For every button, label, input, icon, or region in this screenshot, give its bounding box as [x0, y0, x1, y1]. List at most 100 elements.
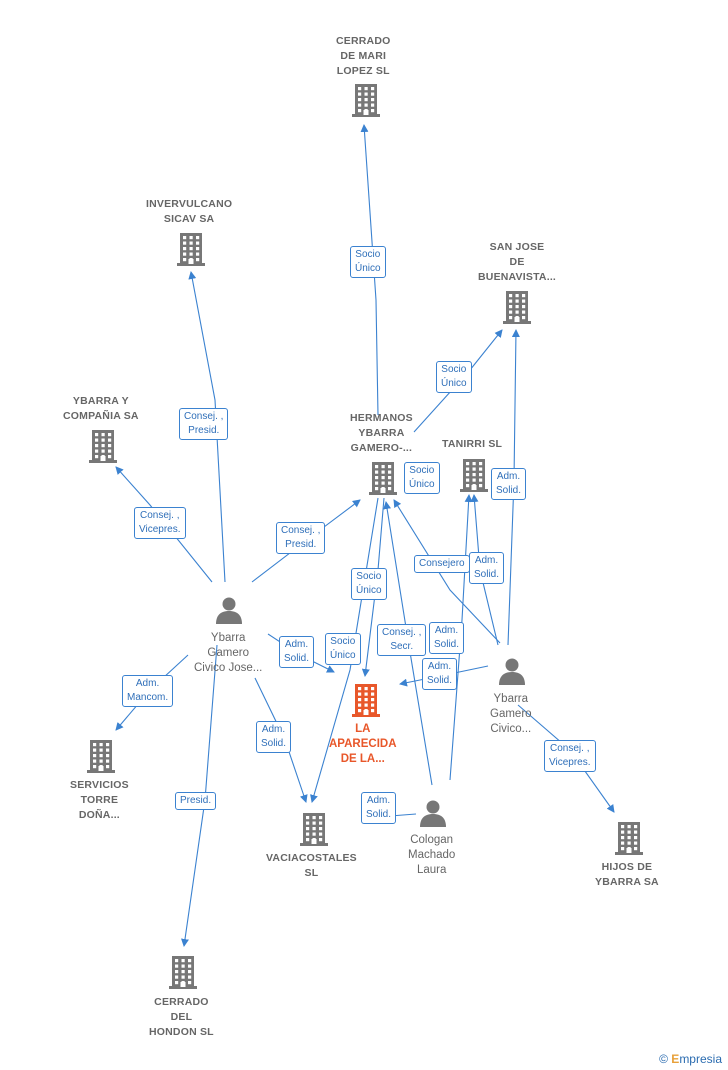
relationship-edge: [360, 124, 379, 416]
node-label-tanirri[interactable]: TANIRRI SL: [442, 437, 502, 452]
node-label-vaciacostales[interactable]: VACIACOSTALES SL: [266, 851, 357, 881]
node-label-line: HERMANOS: [350, 412, 413, 424]
building-icon[interactable]: [88, 429, 118, 468]
building-icon[interactable]: [614, 821, 644, 860]
node-label-line: Civico Jose...: [194, 662, 263, 674]
building-icon[interactable]: [299, 812, 329, 851]
relationship-edge: [449, 494, 473, 781]
node-label-line: SL: [304, 867, 319, 879]
edge-label-adm-solid-7: Adm. Solid.: [361, 792, 397, 824]
edge-label-line: Solid.: [366, 809, 392, 820]
edge-label-line: Consej. ,: [550, 743, 590, 754]
relationship-edge: [188, 271, 226, 583]
node-label-line: DE LA...: [340, 753, 385, 765]
edge-label-line: Socio: [355, 249, 381, 260]
building-icon[interactable]: [351, 683, 381, 722]
node-label-line: DE MARI: [340, 50, 387, 62]
node-label-line: VACIACOSTALES: [266, 852, 357, 864]
edge-label-consejero: Consejero: [414, 555, 470, 573]
building-icon[interactable]: [459, 458, 489, 497]
node-label-line: Cologan: [410, 834, 454, 846]
edge-label-line: Consej. ,: [281, 525, 321, 536]
edge-label-line: Solid.: [284, 653, 310, 664]
edge-label-line: Vicepres.: [139, 524, 181, 535]
person-icon[interactable]: [418, 798, 448, 833]
node-label-line: SICAV SA: [163, 213, 215, 225]
node-label-line: LA: [355, 723, 371, 735]
brand-watermark: © Empresia: [659, 1052, 722, 1066]
node-label-line: GAMERO-...: [350, 442, 413, 454]
edge-label-line: Adm.: [474, 555, 499, 566]
edge-label-line: Adm.: [427, 661, 452, 672]
edge-label-line: Consejero: [419, 558, 465, 569]
edge-label-line: Adm.: [135, 678, 160, 689]
edge-label-line: Único: [409, 479, 435, 490]
edge-label-line: Adm.: [434, 625, 459, 636]
node-label-line: YBARRA SA: [595, 876, 659, 888]
edge-label-line: Solid.: [427, 675, 453, 686]
node-label-line: Laura: [416, 864, 447, 876]
node-label-line: TANIRRI SL: [442, 438, 503, 450]
edge-label-adm-solid-4: Adm. Solid.: [279, 636, 315, 668]
edge-label-line: Consej. ,: [140, 510, 180, 521]
building-icon[interactable]: [168, 955, 198, 994]
edge-label-line: Único: [356, 585, 382, 596]
edge-label-line: Presid.: [180, 795, 212, 806]
node-label-line: YBARRA: [358, 427, 405, 439]
node-label-ybarra-compania[interactable]: YBARRA Y COMPAÑIA SA: [63, 394, 139, 424]
node-label-line: DOÑA...: [78, 809, 120, 821]
building-icon[interactable]: [176, 232, 206, 271]
node-label-line: Civico...: [490, 723, 532, 735]
building-icon[interactable]: [502, 290, 532, 329]
edge-label-line: Presid.: [188, 425, 220, 436]
node-label-hermanos[interactable]: HERMANOS YBARRA GAMERO-...: [350, 411, 413, 456]
person-icon[interactable]: [497, 656, 527, 691]
person-icon[interactable]: [214, 595, 244, 630]
edge-label-line: Consej. ,: [382, 627, 422, 638]
edge-label-line: Solid.: [434, 639, 460, 650]
node-label-line: Ybarra: [210, 632, 246, 644]
node-label-line: CERRADO: [154, 996, 209, 1008]
relationship-edge: [310, 497, 379, 803]
node-label-line: YBARRA Y: [72, 395, 129, 407]
node-label-line: HIJOS DE: [601, 861, 653, 873]
edge-label-line: Consej. ,: [184, 411, 224, 422]
edge-label-line: Adm.: [366, 795, 391, 806]
node-label-line: SERVICIOS: [70, 779, 129, 791]
edge-label-line: Único: [330, 650, 356, 661]
edge-label-line: Socio: [330, 636, 356, 647]
edge-label-line: Único: [441, 378, 467, 389]
edge-label-line: Adm.: [261, 724, 286, 735]
edge-label-line: Solid.: [474, 569, 500, 580]
edge-label-consej-secr: Consej. , Secr.: [377, 624, 427, 656]
node-label-line: COMPAÑIA SA: [63, 410, 139, 422]
edge-label-adm-solid-6: Adm. Solid.: [256, 721, 292, 753]
edge-label-line: Solid.: [261, 738, 287, 749]
node-label-line: DE: [509, 256, 525, 268]
edge-label-line: Adm.: [284, 639, 309, 650]
node-label-line: TORRE: [80, 794, 119, 806]
node-label-line: HONDON SL: [149, 1026, 214, 1038]
edge-label-line: Único: [355, 263, 381, 274]
building-icon[interactable]: [351, 83, 381, 122]
building-icon[interactable]: [86, 739, 116, 778]
relationship-edge: [393, 499, 501, 644]
node-label-servicios[interactable]: SERVICIOS TORRE DOÑA...: [70, 778, 129, 823]
edge-label-consej-presid-2: Consej. ,Presid.: [276, 522, 326, 554]
node-label-hijos[interactable]: HIJOS DE YBARRA SA: [595, 860, 659, 890]
building-icon[interactable]: [368, 461, 398, 500]
edge-label-line: Secr.: [390, 641, 414, 652]
